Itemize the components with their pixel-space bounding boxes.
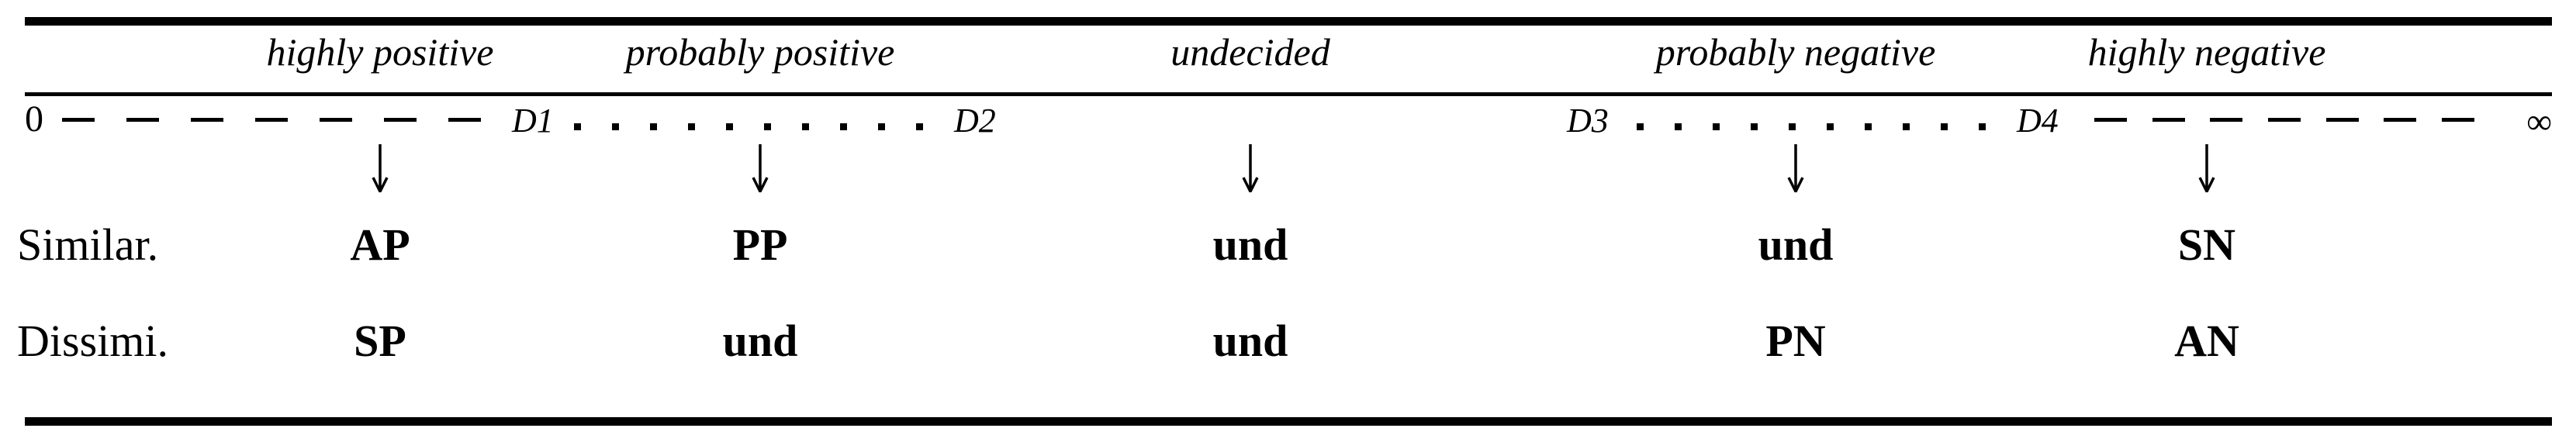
table-cell: und (722, 316, 798, 366)
dot-mark (916, 123, 923, 130)
dot-mark (802, 123, 809, 130)
table-cell: AN (2174, 316, 2239, 366)
dot-mark (612, 123, 619, 130)
scale-node-label: D2 (954, 102, 996, 140)
table-header-rule (25, 92, 2552, 96)
category-label: highly positive (266, 30, 494, 74)
table-cell: SP (354, 316, 406, 366)
dot-mark (574, 123, 581, 130)
table-cell: und (1212, 316, 1288, 366)
scale-node-label: D4 (2017, 102, 2059, 140)
dot-mark (1903, 123, 1910, 130)
dot-mark (650, 123, 657, 130)
category-label: probably positive (625, 30, 895, 74)
dash-mark (2325, 117, 2359, 122)
table-cell: PN (1765, 316, 1826, 366)
dot-mark (840, 123, 847, 130)
dash-mark (2441, 117, 2474, 122)
down-arrow-icon (745, 144, 776, 192)
down-arrow-icon (1235, 144, 1266, 192)
dash-mark (2152, 117, 2185, 122)
dash-mark (384, 117, 417, 122)
dash-mark (2267, 117, 2301, 122)
dot-mark (878, 123, 885, 130)
down-arrow-icon (365, 144, 396, 192)
dash-mark (126, 117, 159, 122)
dot-mark (1675, 123, 1682, 130)
dash-mark (62, 117, 95, 122)
category-label: highly negative (2087, 30, 2326, 74)
dot-mark (1789, 123, 1796, 130)
scale-segment-dotted (574, 99, 923, 140)
table-top-rule (25, 17, 2552, 26)
dot-mark (1979, 123, 1986, 130)
dot-mark (1713, 123, 1720, 130)
table-cell: PP (732, 219, 788, 270)
scale-segment-dashed (2094, 99, 2474, 140)
dot-mark (726, 123, 733, 130)
dash-mark (448, 117, 481, 122)
scale-node-label: D1 (512, 102, 554, 140)
dot-mark (1827, 123, 1834, 130)
table-cell: SN (2177, 219, 2236, 270)
category-label: probably negative (1655, 30, 1936, 74)
scale-node-label: D3 (1567, 102, 1609, 140)
dash-mark (191, 117, 223, 122)
dot-mark (764, 123, 771, 130)
scale-axis: 0 ∞ D1 D2 D3 D4 (25, 99, 2552, 140)
row-label: Dissimi. (17, 316, 168, 366)
dash-mark (2094, 117, 2127, 122)
table-cell: AP (350, 219, 410, 270)
dot-mark (1751, 123, 1758, 130)
scale-segment-dashed (62, 99, 481, 140)
table-cell: und (1212, 219, 1288, 270)
dot-mark (688, 123, 695, 130)
table-bottom-rule (25, 417, 2552, 426)
scale-end-label: ∞ (2526, 102, 2552, 141)
down-arrow-icon (1780, 144, 1811, 192)
row-label: Similar. (17, 219, 159, 270)
dash-mark (255, 117, 288, 122)
dot-mark (1637, 123, 1644, 130)
scale-segment-dotted (1637, 99, 1986, 140)
scale-start-label: 0 (25, 98, 43, 140)
dot-mark (1865, 123, 1872, 130)
down-arrow-icon (2191, 144, 2222, 192)
dash-mark (2210, 117, 2243, 122)
dash-mark (320, 117, 352, 122)
dot-mark (1941, 123, 1948, 130)
table-cell: und (1758, 219, 1834, 270)
dash-mark (2384, 117, 2417, 122)
category-label: undecided (1170, 30, 1330, 74)
